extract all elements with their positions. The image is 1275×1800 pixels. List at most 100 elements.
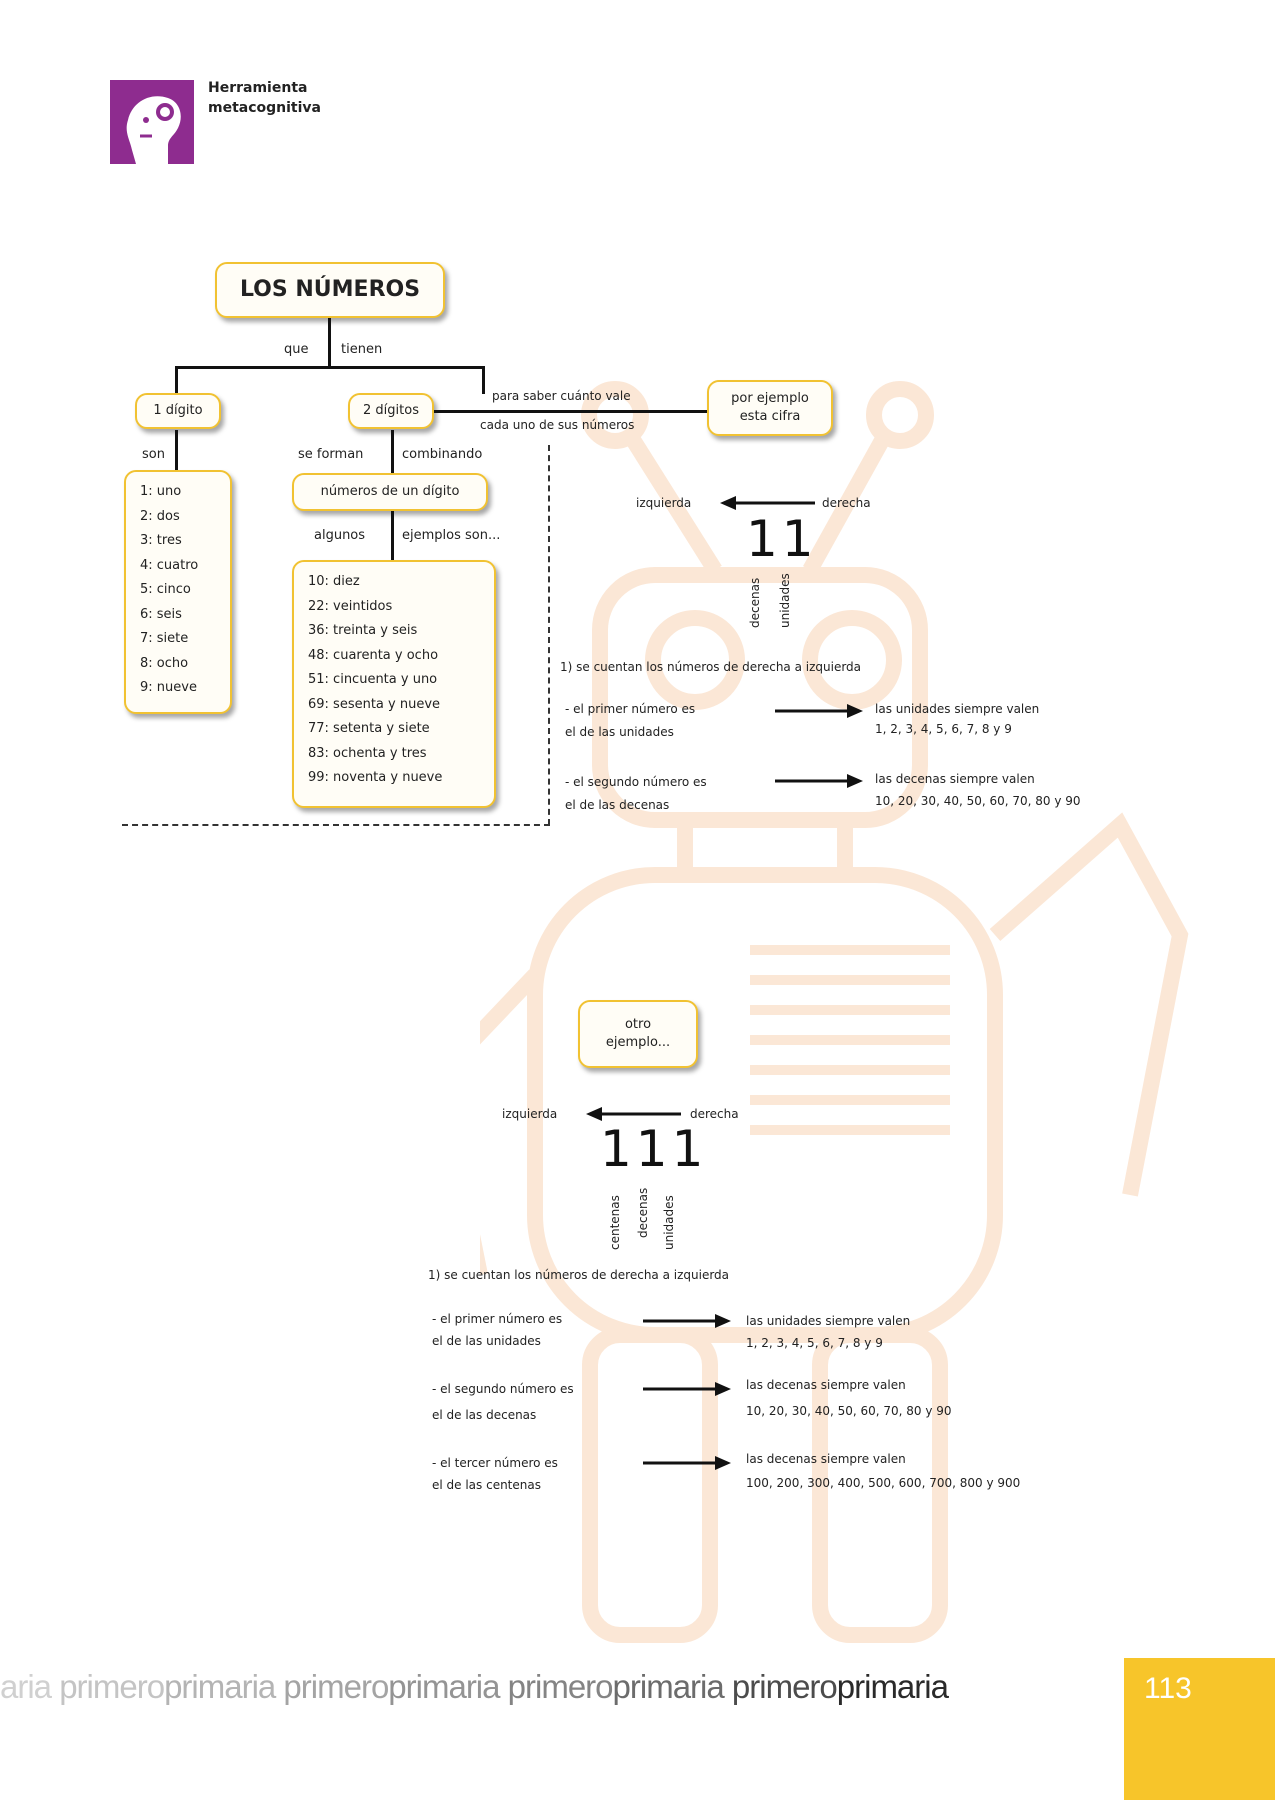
one-digit-box: 1 dígito [135,393,221,429]
list-item: 51: cincuenta y uno [308,672,438,687]
list-item: 4: cuatro [140,557,199,573]
map-title: LOS NÚMEROS [239,277,421,302]
link-son: son [142,447,165,462]
list-item: 77: setenta y siete [308,721,430,736]
second-number-a: - el segundo número es [565,775,707,789]
first-number-a: - el primer número es [432,1312,563,1326]
otro-line1: otro [624,1017,652,1032]
list-item: 69: sesenta y nueve [308,696,441,712]
first-number-b: el de las unidades [432,1334,541,1348]
place-decenas: decenas [748,577,762,628]
list-item: 48: cuarenta y ocho [308,647,439,663]
list-item: 9: nueve [140,680,197,695]
connector [175,430,178,472]
page-number-tab: 113 [1124,1658,1275,1800]
first-number-b: el de las unidades [565,725,674,739]
second-number-b: el de las decenas [565,798,670,812]
link-se-forman: se forman [298,447,364,462]
otro-line2: ejemplo... [605,1035,671,1050]
right-label: derecha [822,496,871,510]
robot-watermark [480,381,1189,1643]
list-item: 99: noventa y nueve [308,770,443,785]
por-ejemplo-line2: esta cifra [739,409,801,424]
second-value-b: 10, 20, 30, 40, 50, 60, 70, 80 y 90 [746,1404,952,1418]
connector [434,410,709,413]
right-arrow-icon [775,704,863,718]
connector [482,366,485,394]
header-line2: metacognitiva [208,100,321,116]
footer-word: primaria [164,1668,276,1705]
connector [328,318,331,366]
connector [391,430,394,475]
single-digit-list: 1: uno 2: dos 3: tres 4: cuatro 5: cinco 6: s… [124,470,232,714]
third-value-a: las decenas siempre valen [746,1452,906,1466]
footer-word: primaria [836,1668,949,1705]
footer-word: primero [499,1668,614,1705]
link-ejemplos: ejemplos son... [402,528,501,543]
third-number-a: - el tercer número es [432,1456,558,1470]
link-algunos: algunos [314,528,366,543]
list-item: 3: tres [140,533,182,548]
left-arrow-icon [586,1107,681,1121]
second-value-b: 10, 20, 30, 40, 50, 60, 70, 80 y 90 [875,794,1081,808]
list-item: 2: dos [140,508,180,524]
footer-word: primero [275,1668,389,1705]
place-decenas: decenas [636,1187,650,1238]
one-digit-label: 1 dígito [153,403,203,418]
second-number-a: - el segundo número es [432,1382,574,1396]
list-item: 5: cinco [140,582,191,597]
connector [391,511,394,561]
first-value-a: las unidades siempre valen [875,702,1040,716]
second-value-a: las decenas siempre valen [875,772,1035,786]
right-label: derecha [690,1107,739,1121]
list-item: 7: siete [140,631,189,646]
left-label: izquierda [636,496,692,510]
rule-text: 1) se cuentan los números de derecha a i… [560,660,862,674]
number-one-eleven: 111 [600,1120,708,1178]
number-eleven: 11 [746,510,818,568]
page-number: 113 [1144,1672,1192,1705]
list-item: 8: ocho [140,655,189,671]
left-arrow-icon [720,496,815,510]
right-arrow-icon [643,1456,731,1470]
list-item: 83: ochenta y tres [308,745,427,761]
otro-ejemplo-box: otro ejemplo... [578,1000,698,1068]
footer-word: primero [51,1668,165,1705]
footer-word: primaria [612,1668,725,1705]
list-item: 22: veintidos [308,598,393,614]
list-item: 6: seis [140,606,182,622]
por-ejemplo-line1: por ejemplo [731,391,809,406]
two-digits-box: 2 dígitos [348,393,434,429]
connector [175,366,178,394]
first-value-b: 1, 2, 3, 4, 5, 6, 7, 8 y 9 [746,1336,883,1350]
second-number-b: el de las decenas [432,1408,537,1422]
header-line1: Herramienta [208,80,308,96]
link-cada-uno: cada uno de sus números [480,418,635,432]
footer-word: primero [723,1668,838,1705]
left-label: izquierda [502,1107,558,1121]
third-value-b: 100, 200, 300, 400, 500, 600, 700, 800 y… [746,1476,1021,1490]
right-arrow-icon [775,774,863,788]
first-number-a: - el primer número es [565,702,696,716]
list-item: 1: uno [140,484,182,499]
place-unidades: unidades [778,573,792,628]
place-centenas: centenas [608,1195,622,1250]
footer-word: aria [0,1668,52,1705]
list-item: 10: diez [308,574,360,589]
dashed-border [548,445,550,825]
connector [175,366,485,369]
first-value-a: las unidades siempre valen [746,1314,911,1328]
numeros-un-digito-label: números de un dígito [320,484,460,499]
link-combinando: combinando [402,447,483,462]
first-value-b: 1, 2, 3, 4, 5, 6, 7, 8 y 9 [875,722,1012,736]
link-para-saber: para saber cuánto vale [492,389,631,403]
link-que: que [284,342,309,357]
dashed-border [122,824,550,826]
rule-text: 1) se cuentan los números de derecha a i… [428,1268,730,1282]
right-arrow-icon [643,1382,731,1396]
two-digits-label: 2 dígitos [363,403,419,418]
metacognitive-head-icon [110,80,194,164]
list-item: 36: treinta y seis [308,623,418,638]
right-arrow-icon [643,1314,731,1328]
examples-list: 10: diez 22: veintidos 36: treinta y seis 4… [292,560,496,808]
